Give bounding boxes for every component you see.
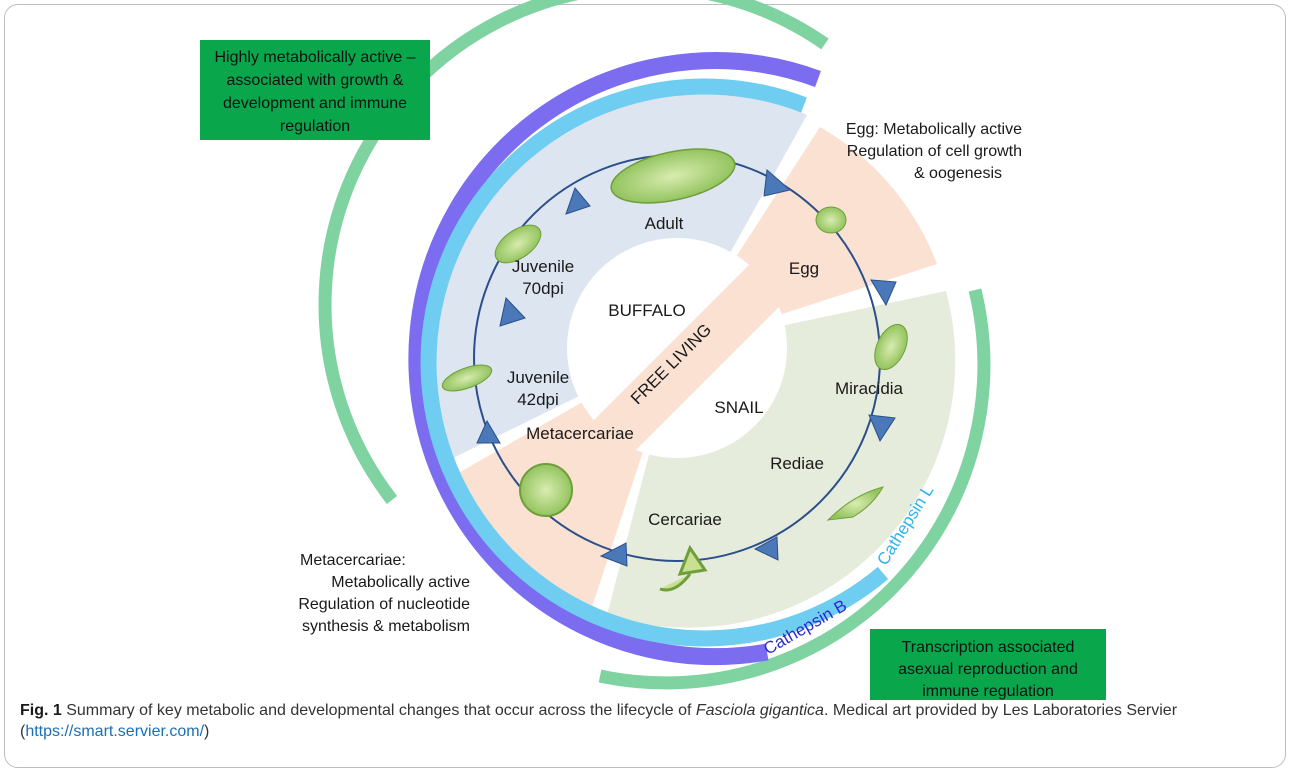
stage-label-adult: Adult xyxy=(645,214,684,233)
adult-callout-box xyxy=(200,40,430,140)
cathepsin-b-arc xyxy=(408,52,821,666)
caption-text-after: . Medical art provided by Les Laboratori… xyxy=(20,702,1178,740)
caption-label: Fig. 1 xyxy=(20,702,62,719)
caption-link[interactable]: https://smart.servier.com/ xyxy=(25,723,205,740)
figure-frame xyxy=(4,4,1286,768)
arrow-juvenile42-juvenile70 xyxy=(499,296,526,327)
host-label-snail: SNAIL xyxy=(714,398,763,417)
metacercaria-icon xyxy=(519,463,573,517)
stage-label-juvenile70-line2: 70dpi xyxy=(522,279,564,298)
metacercariae-callout-line2: Metabolically active xyxy=(331,574,470,591)
arrow-adult-egg xyxy=(763,169,792,197)
organisms xyxy=(441,148,908,592)
metacercariae-callout-line4: synthesis & metabolism xyxy=(302,618,470,635)
stage-label-cercariae: Cercariae xyxy=(648,510,722,529)
egg-icon xyxy=(815,206,847,234)
arrow-rediae-cercariae xyxy=(753,536,779,561)
stage-label-egg: Egg xyxy=(789,259,819,278)
snail-callout-line1: Transcription associated xyxy=(902,639,1075,656)
arrow-egg-miracidia xyxy=(870,279,897,307)
cycle-arrows xyxy=(476,169,897,567)
stage-label-rediae: Rediae xyxy=(770,454,824,473)
outer-green-arc-right xyxy=(598,288,991,690)
adult-callout-line2: associated with growth & xyxy=(227,72,404,89)
juvenile42-icon xyxy=(441,364,493,392)
arrow-juvenile70-adult xyxy=(565,186,591,215)
adult-callout-line1: Highly metabolically active – xyxy=(215,49,416,66)
snail-callout-line2: asexual reproduction and xyxy=(898,661,1078,678)
miracidia-icon xyxy=(874,323,908,371)
egg-callout-line2: Regulation of cell growth xyxy=(847,143,1022,160)
stage-label-juvenile42-line2: 42dpi xyxy=(517,390,559,409)
egg-callout-line3: & oogenesis xyxy=(914,165,1002,182)
stage-label-juvenile42-line1: Juvenile xyxy=(507,368,569,387)
arrow-metacercariae-juvenile42 xyxy=(476,419,501,444)
rediae-icon xyxy=(826,486,885,521)
metacercariae-callout-line1: Metacercariae: xyxy=(300,552,406,569)
stage-label-miracidia: Miracidia xyxy=(835,379,904,398)
arrow-miracidia-rediae xyxy=(868,414,896,443)
caption-closing: ) xyxy=(204,723,210,740)
egg-callout-line1: Egg: Metabolically active xyxy=(846,121,1022,138)
adult-callout-line3: development and immune xyxy=(223,95,407,112)
snail-callout-box xyxy=(870,629,1106,700)
caption-species: Fasciola gigantica xyxy=(695,702,824,719)
adult-callout-line4: regulation xyxy=(280,118,350,135)
caption-text-before: Summary of key metabolic and development… xyxy=(61,702,696,719)
cercariae-icon xyxy=(659,544,708,592)
cathepsin-l-arc xyxy=(420,78,889,647)
free-living-band-center xyxy=(567,262,788,483)
adult-fluke-icon xyxy=(610,148,736,204)
juvenile70-icon xyxy=(494,224,542,264)
host-label-buffalo: BUFFALO xyxy=(608,301,685,320)
figure-caption: Fig. 1 Summary of key metabolic and deve… xyxy=(20,700,1270,742)
metacercariae-callout-line3: Regulation of nucleotide xyxy=(298,596,470,613)
stage-label-juvenile70-line1: Juvenile xyxy=(512,257,574,276)
arrow-cercariae-metacercariae xyxy=(599,542,628,567)
lifecycle-diagram: Adult Egg Miracidia Rediae Cercariae Met… xyxy=(200,0,1106,700)
stage-label-metacercariae: Metacercariae xyxy=(526,424,634,443)
snail-callout-line3: immune regulation xyxy=(922,683,1054,700)
